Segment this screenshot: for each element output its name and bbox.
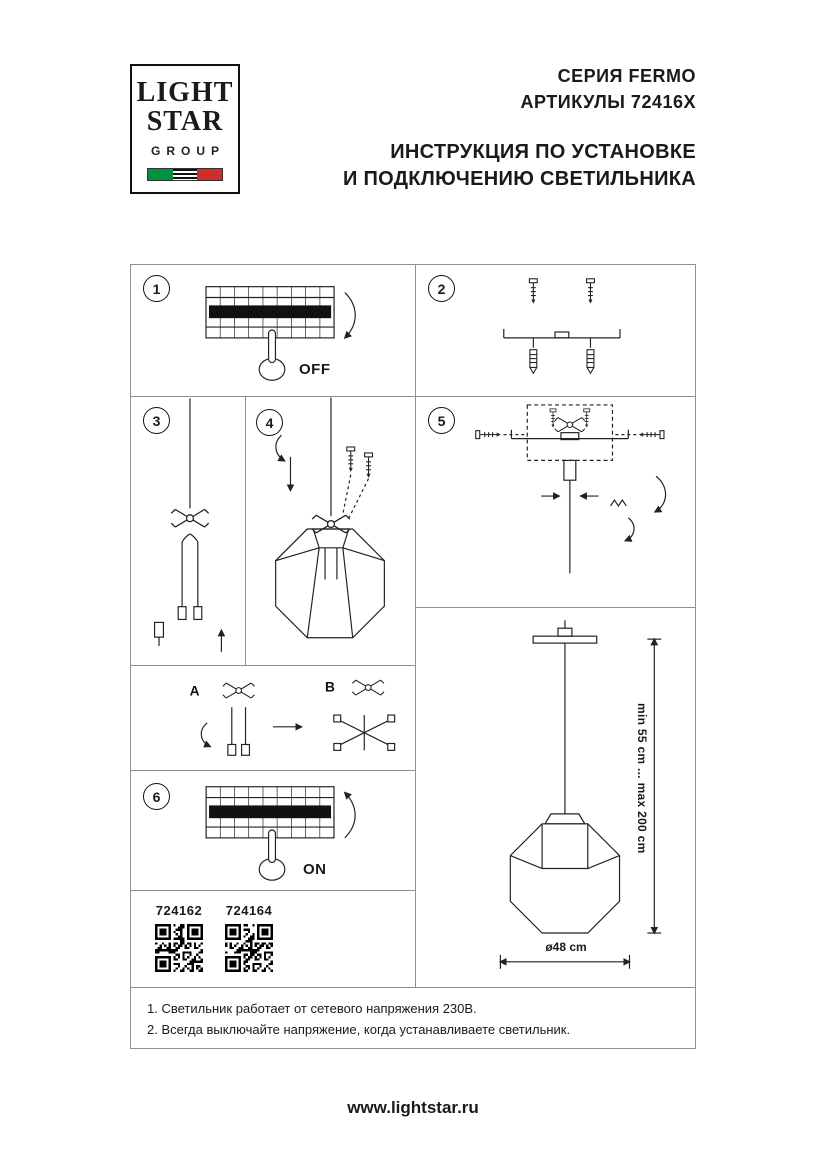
instruction-title-line2: И ПОДКЛЮЧЕНИЮ СВЕТИЛЬНИКА — [342, 168, 696, 190]
detail-b-label: B — [325, 680, 335, 695]
lightstar-logo: LIGHT STAR GROUP — [130, 64, 240, 194]
step-number-5: 5 — [428, 407, 455, 434]
mounting-hardware-diagram — [503, 278, 621, 374]
breaker-on-diagram — [205, 786, 356, 881]
flag-striped-middle — [172, 168, 198, 180]
articles-line: АРТИКУЛЫ 72416X — [520, 92, 696, 112]
step-5-panel: 5 — [415, 396, 696, 608]
step-number-4: 4 — [256, 409, 283, 436]
product-right: 724164 — [219, 903, 279, 977]
pendant-lamp-drawing — [498, 620, 662, 969]
product-left: 724162 — [149, 903, 209, 977]
breaker-off-diagram — [205, 286, 356, 381]
detail-a-label: A — [190, 683, 200, 698]
shade-diameter-dimension: ø48 cm — [545, 940, 587, 954]
logo-text-group: GROUP — [150, 143, 225, 158]
product-code-left: 724162 — [155, 903, 203, 918]
step-2-panel: 2 — [415, 264, 696, 397]
instruction-title-line1: ИНСТРУКЦИЯ ПО УСТАНОВКЕ — [390, 141, 696, 163]
breaker-on-label: ON — [303, 861, 327, 878]
bracket-fixing-diagram — [475, 404, 667, 574]
series-title: СЕРИЯ FERMO — [557, 66, 696, 86]
product-code-right: 724164 — [225, 903, 273, 918]
flag-red-stripe — [197, 168, 223, 180]
step-4-panel: 4 — [245, 396, 416, 666]
breaker-off-label: OFF — [299, 361, 331, 378]
step-number-6: 6 — [143, 783, 170, 810]
italian-flag-icon — [147, 167, 223, 181]
logo-text-light: LIGHT — [136, 77, 234, 108]
step-number-1: 1 — [143, 275, 170, 302]
suspension-wire-diagram — [153, 398, 226, 652]
qr-code-right — [225, 924, 273, 972]
website-url: www.lightstar.ru — [347, 1098, 479, 1117]
detail-ab-panel: A B — [130, 665, 416, 771]
document-header: СЕРИЯ FERMO АРТИКУЛЫ 72416X ИНСТРУКЦИЯ П… — [300, 66, 696, 191]
step-3-panel: 3 — [130, 396, 246, 666]
claw-detail-diagram: A B — [190, 680, 396, 756]
logo-text-star: STAR — [146, 106, 224, 138]
step-1-panel: 1 OFF — [130, 264, 416, 397]
product-codes-panel: 724162 724164 — [130, 890, 416, 988]
suspension-height-dimension: min 55 cm ... max 200 cm — [635, 703, 649, 854]
assembled-claw-drawing — [333, 714, 396, 751]
note-2: 2. Всегда выключайте напряжение, когда у… — [147, 1022, 571, 1038]
step-number-2: 2 — [428, 275, 455, 302]
step-number-3: 3 — [143, 407, 170, 434]
step-6-panel: 6 ON — [130, 770, 416, 891]
qr-code-left — [155, 924, 203, 972]
pendant-dimensions-panel: min 55 cm ... max 200 cm ø48 cm — [415, 607, 696, 988]
flag-green-stripe — [148, 168, 173, 180]
shade-assembly-diagram — [275, 397, 385, 639]
safety-notes-panel: 1. Светильник работает от сетевого напря… — [130, 987, 696, 1049]
note-1: 1. Светильник работает от сетевого напря… — [147, 1001, 477, 1016]
